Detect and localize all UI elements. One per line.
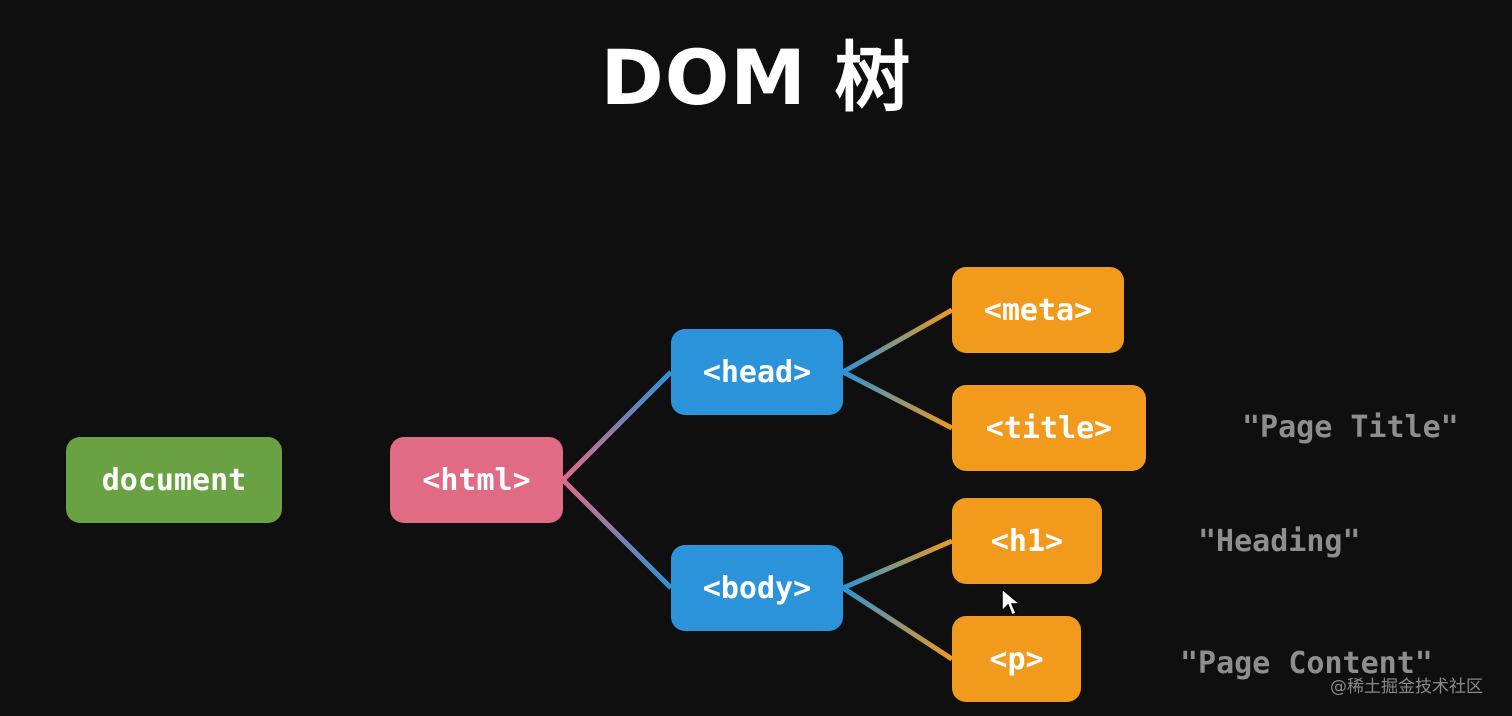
- node-document: document: [66, 437, 282, 523]
- text-node-page-title: "Page Title": [1242, 410, 1459, 445]
- edge-head-meta: [841, 307, 954, 375]
- text-node-page-content: "Page Content": [1180, 646, 1433, 681]
- node-h1: <h1>: [952, 498, 1102, 584]
- watermark: @稀土掘金技术社区: [1330, 677, 1483, 697]
- edge-head-title: [841, 369, 954, 431]
- node-head: <head>: [671, 329, 843, 415]
- text-node-heading: "Heading": [1198, 524, 1361, 559]
- node-p: <p>: [952, 616, 1081, 702]
- edge-html-body: [561, 478, 673, 590]
- edge-body-p: [841, 585, 954, 662]
- node-body: <body>: [671, 545, 843, 631]
- edge-html-head: [561, 370, 673, 482]
- node-title: <title>: [952, 385, 1146, 471]
- node-html: <html>: [390, 437, 563, 523]
- diagram-title: DOM 树: [600, 33, 912, 122]
- edge-body-h1: [842, 538, 953, 591]
- mouse-cursor-icon: [1001, 587, 1023, 617]
- node-meta: <meta>: [952, 267, 1124, 353]
